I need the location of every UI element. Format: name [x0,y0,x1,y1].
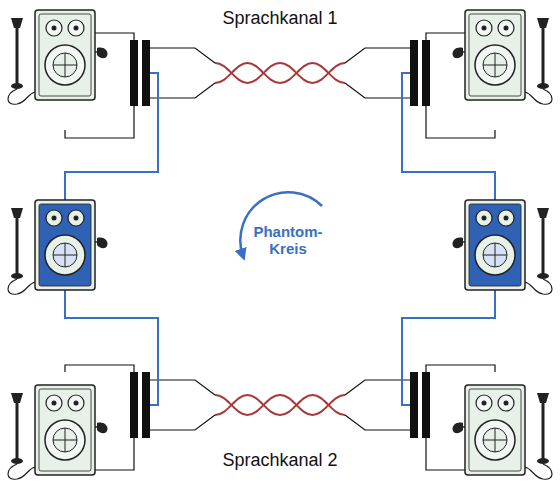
channel-2 [65,365,495,470]
telephone [8,385,108,479]
phantom-wires [65,73,495,405]
channel-label: Sprachkanal 1 [222,8,337,29]
telephone [8,10,108,104]
telephone [452,10,552,104]
channel-1 [65,33,495,138]
phantom-label: Phantom- Kreis [250,223,326,258]
phantom-telephone [452,200,552,294]
channel-label: Sprachkanal 2 [222,450,337,471]
phantom-telephone [8,200,108,294]
telephone [452,385,552,479]
